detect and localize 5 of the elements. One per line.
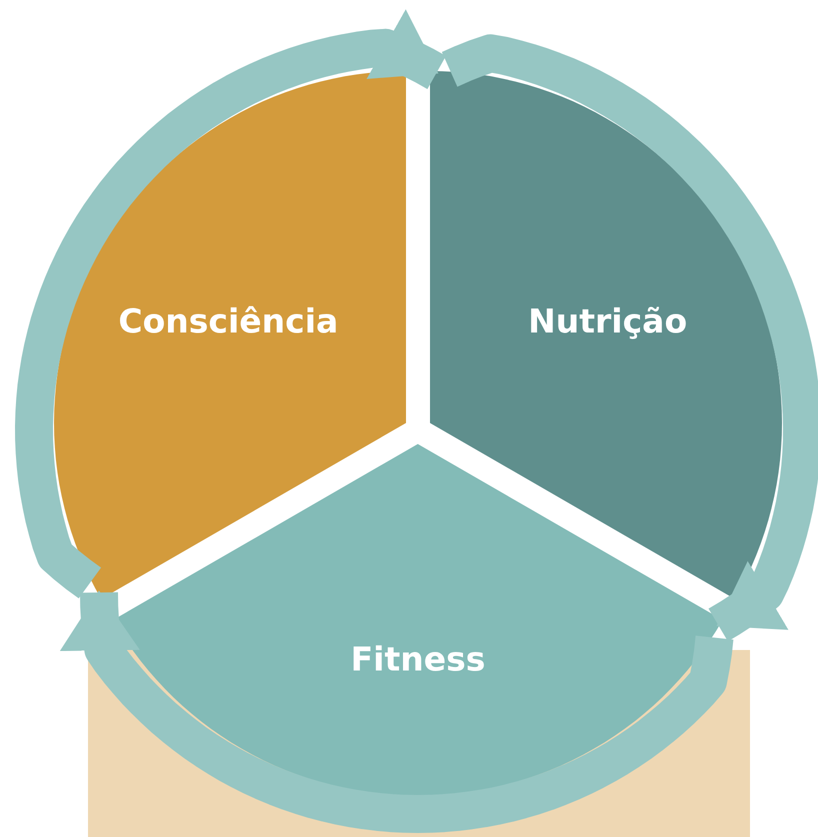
- segment-label: Consciência: [118, 301, 338, 340]
- segment-label: Nutrição: [528, 301, 688, 340]
- segment-label: Fitness: [350, 640, 486, 678]
- curved-arrow: [442, 34, 818, 642]
- curved-arrow: [15, 9, 446, 598]
